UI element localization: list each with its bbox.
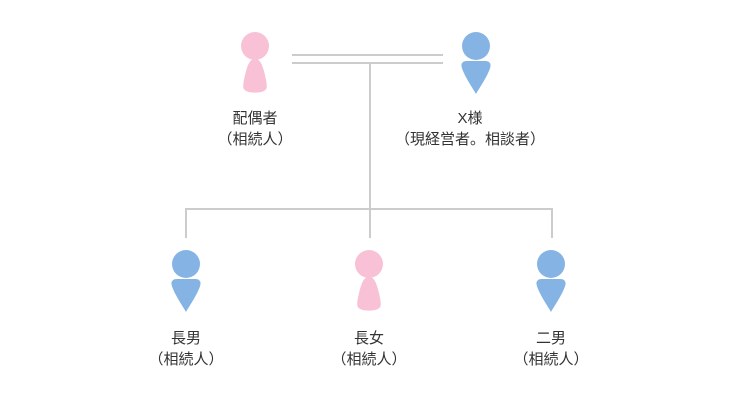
person-name: X様 [457,110,483,127]
person-second-son: 二男 （相続人） [441,328,661,370]
person-role: （相続人） [148,351,224,368]
drop-line-eldest-daughter [369,208,371,238]
female-icon [349,250,389,314]
person-role: （相続人） [217,131,293,148]
person-name: 配偶者 [232,110,278,127]
person-name: 二男 [535,330,566,347]
parent-child-stem-line [369,63,371,210]
marriage-line-bottom [292,62,443,64]
female-icon [235,32,275,96]
drop-line-second-son [551,208,553,238]
person-eldest-daughter: 長女 （相続人） [259,328,479,370]
person-name: 長男 [170,330,201,347]
marriage-line-top [292,54,443,56]
person-x-sama: X様 （現経営者。相談者） [360,108,580,150]
male-icon [456,32,496,96]
person-role: （相続人） [331,351,407,368]
male-icon [166,250,206,314]
person-role: （現経営者。相談者） [394,131,545,148]
drop-line-eldest-son [185,208,187,238]
person-eldest-son: 長男 （相続人） [76,328,296,370]
person-spouse: 配偶者 （相続人） [145,108,365,150]
male-icon [531,250,571,314]
person-role: （相続人） [513,351,589,368]
person-name: 長女 [353,330,384,347]
